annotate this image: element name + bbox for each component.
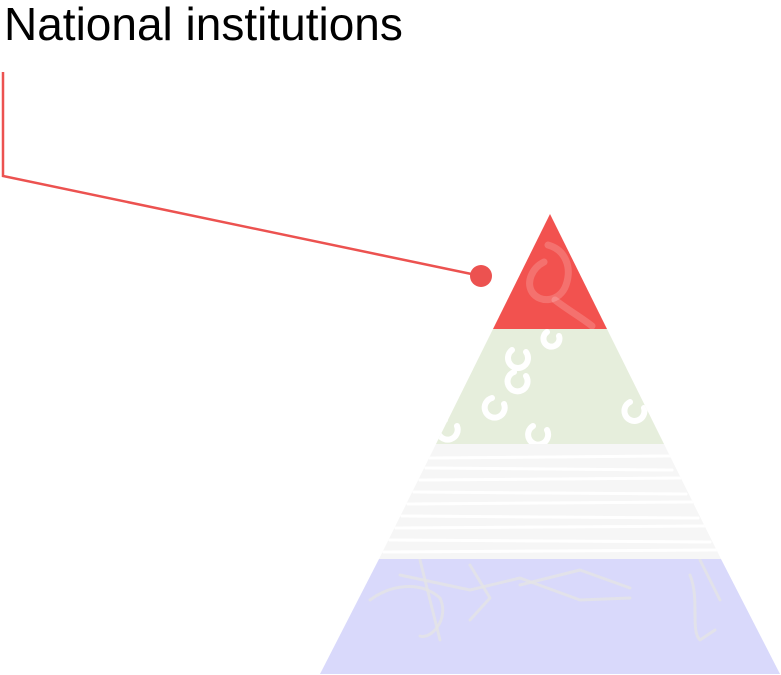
tier-base-shape <box>320 559 780 674</box>
pointer-line <box>1 72 482 278</box>
pyramid-tier-top <box>493 214 607 329</box>
page-title: National institutions <box>4 0 403 50</box>
pointer-dot <box>470 265 492 287</box>
tier-base-texture <box>368 559 722 642</box>
pyramid-tier-base <box>320 559 780 674</box>
tier-top-texture <box>526 241 596 329</box>
tier-lower-middle-texture <box>382 454 718 554</box>
pyramid-tier-lower-middle <box>379 444 721 559</box>
tier-top-pointer <box>1 72 492 287</box>
tier-top-shape <box>493 214 607 329</box>
pyramid-tier-upper-middle <box>436 329 664 444</box>
